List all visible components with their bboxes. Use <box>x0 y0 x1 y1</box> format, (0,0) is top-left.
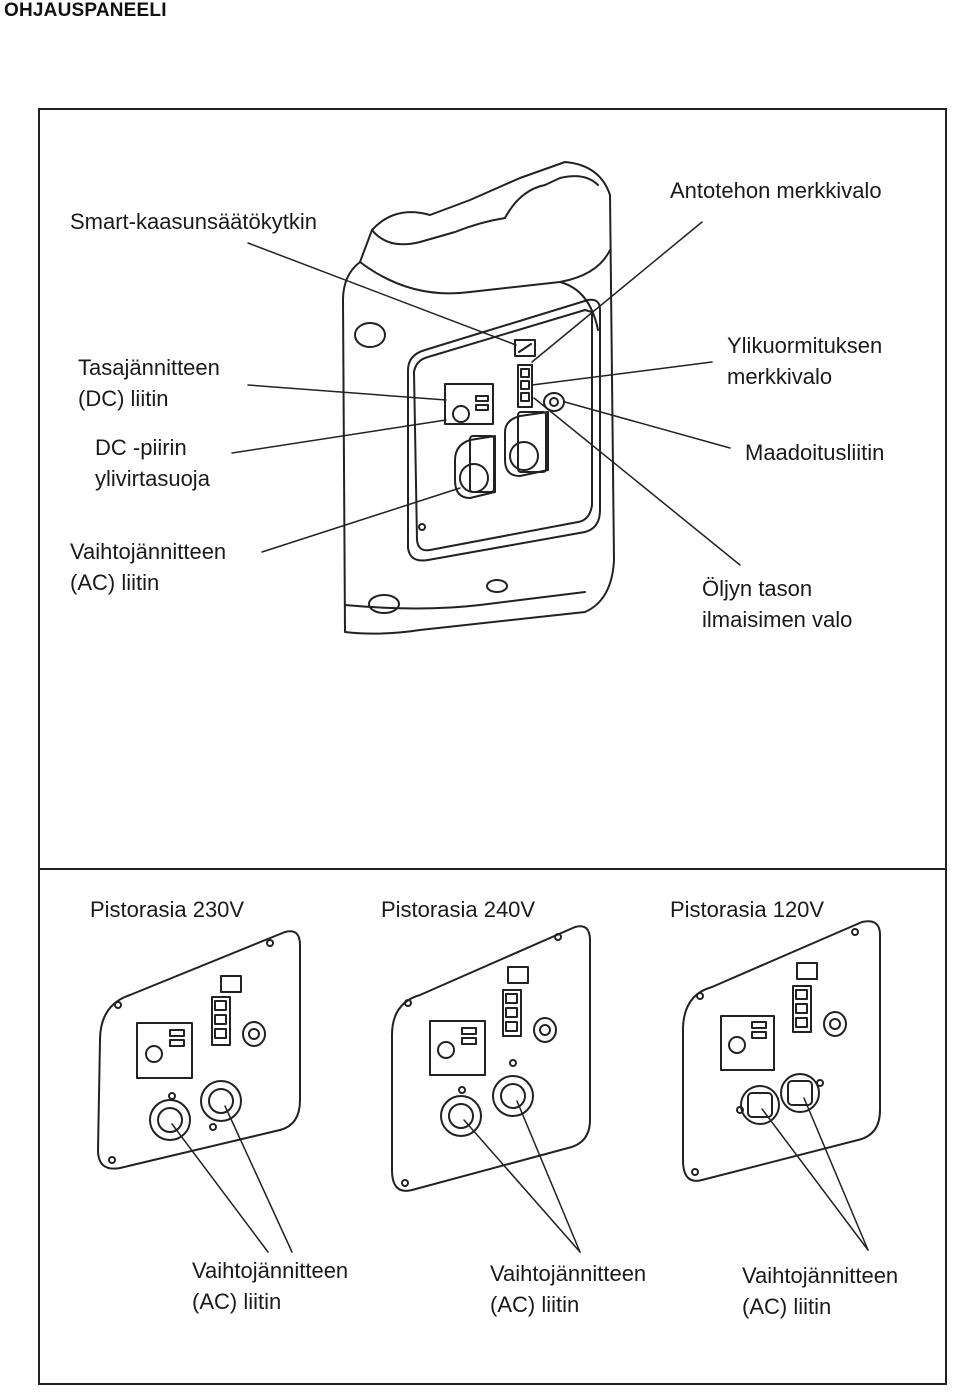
label-dc-breaker-line1: DC -piirin <box>95 435 187 460</box>
label-overload-indicator: Ylikuormituksen merkkivalo <box>727 330 882 392</box>
caption-230v-line1: Vaihtojännitteen <box>192 1258 349 1283</box>
label-dc-outlet-line2: (DC) liitin <box>78 386 169 411</box>
label-dc-outlet-line1: Tasajännitteen <box>78 355 220 380</box>
leader-lines <box>231 221 741 566</box>
label-oil-indicator: Öljyn tason ilmaisimen valo <box>702 573 852 635</box>
header-120v: Pistorasia 120V <box>670 897 825 922</box>
caption-120v: Vaihtojännitteen (AC) liitin <box>742 1260 898 1322</box>
label-ground-terminal: Maadoitusliitin <box>745 440 885 465</box>
label-smart-throttle: Smart-kaasunsäätökytkin <box>70 209 317 234</box>
label-dc-breaker-line2: ylivirtasuoja <box>95 466 210 491</box>
caption-230v-line2: (AC) liitin <box>192 1289 282 1314</box>
generator-housing <box>342 161 615 635</box>
caption-240v-line2: (AC) liitin <box>490 1292 580 1317</box>
label-overload-line2: merkkivalo <box>727 364 833 389</box>
caption-240v-line1: Vaihtojännitteen <box>490 1261 647 1286</box>
caption-120v-line2: (AC) liitin <box>742 1294 832 1319</box>
label-output-indicator: Antotehon merkkivalo <box>670 178 882 203</box>
label-dc-outlet: Tasajännitteen (DC) liitin <box>78 352 220 414</box>
caption-240v: Vaihtojännitteen (AC) liitin <box>490 1258 646 1320</box>
label-dc-breaker: DC -piirin ylivirtasuoja <box>95 432 210 494</box>
label-oil-line2: ilmaisimen valo <box>702 607 853 632</box>
label-ac-outlet-line2: (AC) liitin <box>70 570 160 595</box>
page-title: OHJAUSPANEELI <box>4 0 167 21</box>
label-ac-outlet: Vaihtojännitteen (AC) liitin <box>70 536 226 598</box>
header-230v: Pistorasia 230V <box>90 897 245 922</box>
label-ac-outlet-line1: Vaihtojännitteen <box>70 539 227 564</box>
control-panel-plate <box>407 298 601 562</box>
socket-leader-lines <box>171 1097 869 1253</box>
header-240v: Pistorasia 240V <box>381 897 536 922</box>
diagram-frame <box>38 108 947 1385</box>
label-oil-line1: Öljyn tason <box>702 576 813 601</box>
caption-120v-line1: Vaihtojännitteen <box>742 1263 899 1288</box>
section-divider <box>38 868 947 870</box>
label-overload-line1: Ylikuormituksen <box>727 333 883 358</box>
caption-230v: Vaihtojännitteen (AC) liitin <box>192 1255 348 1317</box>
panel-120v <box>682 920 881 1182</box>
panel-230v <box>97 930 301 1170</box>
panel-240v <box>391 925 591 1192</box>
